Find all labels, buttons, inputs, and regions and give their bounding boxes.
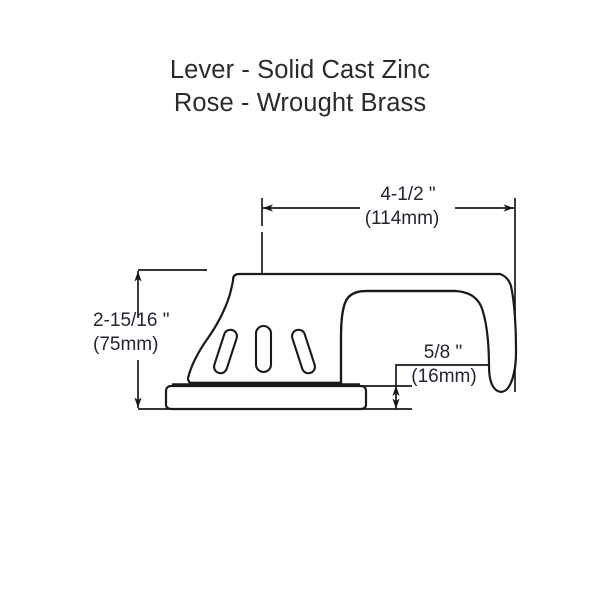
dimension-width-metric: (114mm): [365, 208, 440, 229]
dimension-height-imperial: 2-15/16 ": [93, 310, 169, 331]
dimension-thickness-metric: (16mm): [411, 366, 476, 387]
vent-slot-left: [213, 328, 238, 375]
leader-thickness: [395, 364, 489, 386]
rose-base-plate: [164, 383, 368, 411]
dimension-rose-thickness: 5/8 " (16mm): [352, 342, 489, 410]
lever-grip-opening: [339, 289, 458, 385]
title-block: Lever - Solid Cast Zinc Rose - Wrought B…: [0, 54, 600, 120]
vent-slot-center: [254, 324, 273, 374]
vent-slot-right: [291, 328, 316, 375]
dimension-width-imperial: 4-1/2 ": [380, 184, 435, 205]
dimension-thickness-imperial: 5/8 ": [424, 342, 462, 363]
title-line-1: Lever - Solid Cast Zinc: [169, 56, 431, 84]
title-line-2: Rose - Wrought Brass: [173, 89, 427, 118]
lever-vent-slots: [213, 324, 316, 375]
dimension-height-metric: (75mm): [93, 334, 158, 355]
rose-outline: [164, 384, 368, 411]
dimension-overall-width: 4-1/2 " (114mm): [261, 184, 516, 392]
dimension-overall-height: 2-15/16 " (75mm): [93, 269, 250, 410]
